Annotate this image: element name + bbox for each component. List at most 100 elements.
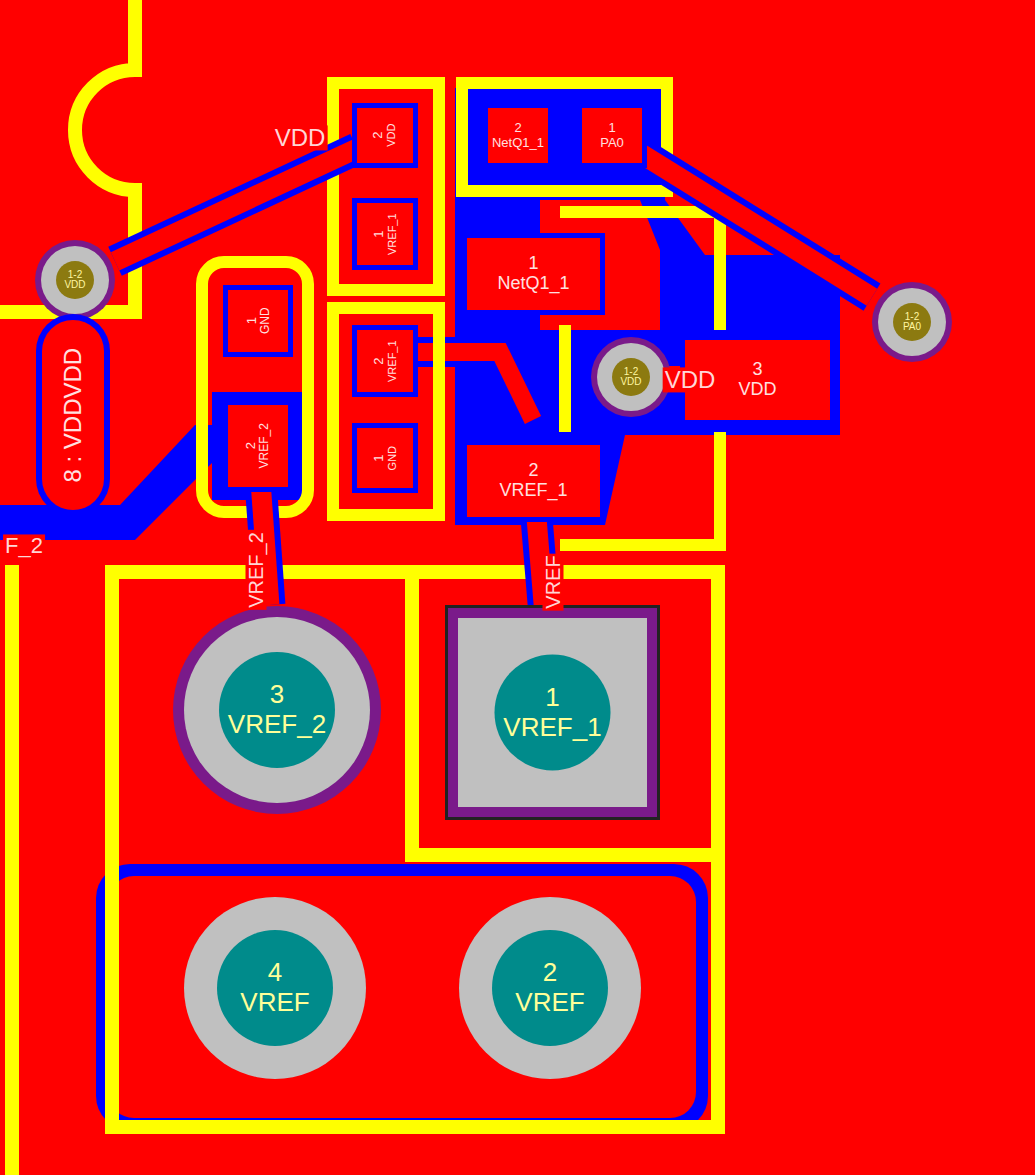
net-label: VREF_2 <box>246 530 267 610</box>
net-label: VDD <box>663 367 718 392</box>
via: 1-2PA0 <box>872 282 952 362</box>
copper-trace <box>115 149 357 262</box>
pad-number: 3 <box>270 680 284 710</box>
net-name: VREF_1 <box>386 340 398 382</box>
pad-label: 1NetQ1_1 <box>497 254 569 294</box>
via-ring <box>591 337 671 417</box>
pad-annulus <box>184 617 370 803</box>
pad-label: 2VREF_1 <box>372 340 398 382</box>
pad-label: 2VREF_1 <box>499 461 567 501</box>
pad-drill <box>492 930 608 1046</box>
smd-pad: 2VREF_1 <box>357 330 413 392</box>
pad-drill <box>217 930 333 1046</box>
net-name: GND <box>259 308 272 335</box>
pad-number: 1-2 <box>68 270 82 281</box>
net-name: VREF <box>515 988 584 1018</box>
pad-label: 2VREF_2 <box>244 423 271 468</box>
net-name: NetQ1_1 <box>497 274 569 294</box>
pad-ring <box>173 606 381 814</box>
pad-label: 1-2VDD <box>64 270 85 291</box>
smd-pad: 1PA0 <box>582 108 642 163</box>
pad-label: 2NetQ1_1 <box>492 121 544 150</box>
pad-annulus <box>459 897 641 1079</box>
smd-pad: 2VREF_2 <box>228 405 288 487</box>
pad-number: 1 <box>372 454 386 461</box>
via-ring <box>872 282 952 362</box>
silkscreen-outline <box>333 83 439 290</box>
pad-number: 2 <box>528 461 538 481</box>
net-name: VDD <box>64 280 85 291</box>
pad-label: 2VDD <box>372 124 398 147</box>
copper-pour <box>108 876 696 1118</box>
net-name: VREF_1 <box>386 213 398 255</box>
pad-label: 1VREF_1 <box>372 213 398 255</box>
smd-pad: 2VDD <box>357 108 413 163</box>
pad-label: 1GND <box>244 308 271 335</box>
via-drill <box>612 358 650 396</box>
via-ring <box>35 240 115 320</box>
clearance-area <box>0 425 215 540</box>
pad-annulus <box>458 618 647 807</box>
smd-pad: 1VREF_1 <box>357 203 413 265</box>
pad-border <box>445 605 660 820</box>
trace-clearance <box>413 352 533 420</box>
smd-pad: 2VREF_1 <box>467 445 600 517</box>
pad-number: 1 <box>545 683 559 713</box>
silkscreen-outline <box>412 572 718 855</box>
pad-number: 2 <box>244 442 258 449</box>
pad-number: 1 <box>528 254 538 274</box>
pad-number: 4 <box>268 958 282 988</box>
net-name: PA0 <box>600 136 624 150</box>
pad-label: 3VDD <box>738 360 776 400</box>
via-annulus <box>41 246 109 314</box>
oval-pad: 8 : VDDVDD <box>42 320 104 510</box>
through-hole-pad: 4VREF <box>183 896 367 1080</box>
silkscreen-outline <box>202 262 308 512</box>
pad-number: 2 <box>372 132 386 139</box>
net-name: VREF <box>240 988 309 1018</box>
pad-label: 8 : VDDVDD <box>60 348 86 483</box>
clearance-area <box>96 864 708 1130</box>
smd-pad: 1GND <box>228 290 288 352</box>
pad-number: 2 <box>543 958 557 988</box>
net-label: VREF <box>543 553 564 610</box>
copper-trace <box>642 154 872 297</box>
pad-number: 1-2 <box>905 312 919 323</box>
pad-number: 1-2 <box>624 367 638 378</box>
copper-trace <box>413 352 533 420</box>
trace-copper <box>642 154 872 297</box>
silkscreen-outline <box>5 565 19 1175</box>
silkscreen-outline <box>0 0 135 312</box>
via: 1-2VDD <box>35 240 115 320</box>
via-annulus <box>878 288 946 356</box>
through-hole-pad: 2VREF <box>458 896 642 1080</box>
square-pad: 1VREF_1 <box>445 605 660 820</box>
through-hole-pad: 3VREF_2 <box>172 605 382 815</box>
pad-number: 2 <box>514 121 521 135</box>
net-name: VDD <box>386 124 398 147</box>
net-name: PA0 <box>903 322 921 333</box>
smd-pad: 1GND <box>357 428 413 488</box>
net-name: VREF_2 <box>228 710 326 740</box>
pad-number: 2 <box>372 357 386 364</box>
via-annulus <box>597 343 665 411</box>
trace-copper <box>115 149 357 262</box>
via: 1-2VDD <box>591 337 671 417</box>
trace-clearance <box>115 149 357 262</box>
silkscreen-outline <box>559 325 571 432</box>
pad-label: 3VREF_2 <box>228 680 326 740</box>
net-name: VDD <box>620 377 641 388</box>
trace-clearance <box>642 154 872 297</box>
net-name: GND <box>386 446 398 470</box>
silkscreen-outline <box>112 572 718 1127</box>
silkscreen-outline <box>462 83 667 191</box>
pad-label: 2VREF <box>515 958 584 1018</box>
net-label: F_2 <box>3 534 45 557</box>
net-label: VDD <box>273 125 328 150</box>
pad-annulus <box>184 897 366 1079</box>
pad-number: 1 <box>608 121 615 135</box>
pad-drill <box>219 652 335 768</box>
pad-number: 1 <box>244 317 258 324</box>
